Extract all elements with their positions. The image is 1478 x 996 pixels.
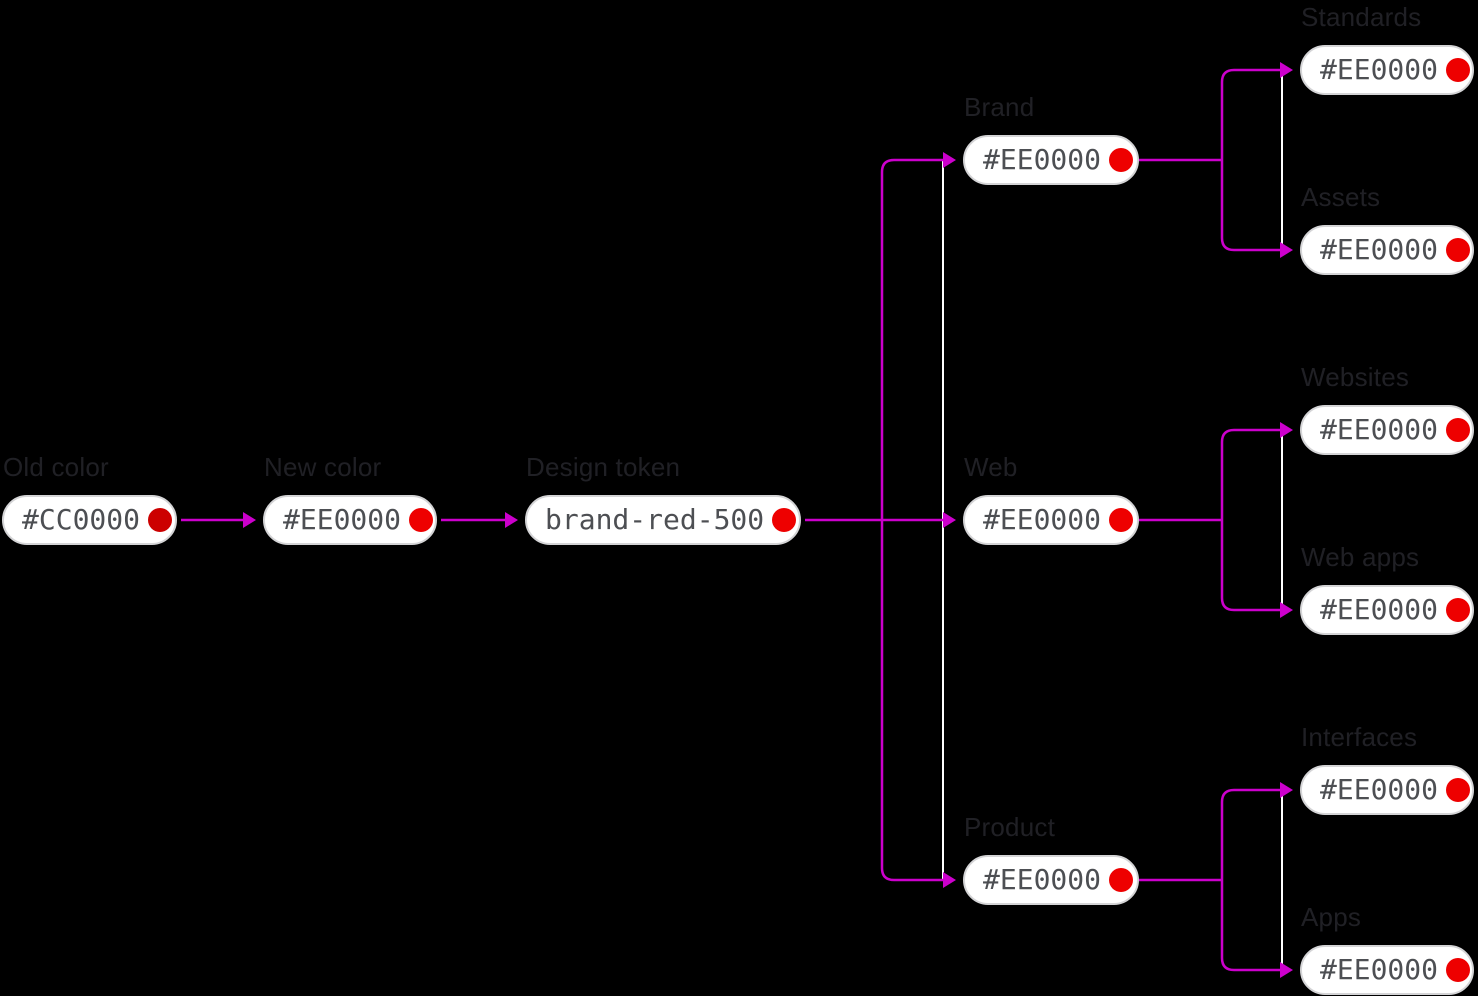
color-chip: #EE0000 (963, 495, 1139, 545)
color-chip: #EE0000 (1300, 765, 1474, 815)
color-chip: #EE0000 (963, 855, 1139, 905)
node-new-color: New color #EE0000 (263, 454, 437, 545)
arrowhead-apps (1280, 962, 1293, 978)
bracket-web-children (1220, 428, 1280, 612)
node-label: Apps (1301, 902, 1362, 932)
color-dot (1446, 598, 1471, 622)
arrowhead-brand (943, 152, 956, 168)
color-value: #CC0000 (22, 503, 141, 536)
color-value: #EE0000 (1320, 593, 1439, 626)
node-web-apps: Web apps #EE0000 (1300, 544, 1474, 635)
color-dot (1446, 58, 1471, 82)
node-apps: Apps #EE0000 (1300, 904, 1474, 995)
arrowhead-interfaces (1280, 782, 1293, 798)
node-websites: Websites #EE0000 (1300, 364, 1474, 455)
bracket-product-children (1220, 788, 1280, 972)
node-label: Web (964, 452, 1018, 482)
color-dot (1446, 418, 1471, 442)
node-web: Web #EE0000 (963, 454, 1139, 545)
node-interfaces: Interfaces #EE0000 (1300, 724, 1474, 815)
arrowhead-design-token (505, 512, 518, 528)
color-chip: #CC0000 (2, 495, 177, 545)
color-value: #EE0000 (1320, 773, 1439, 806)
color-chip: brand-red-500 (525, 495, 801, 545)
node-label: Interfaces (1301, 722, 1418, 752)
color-chip: #EE0000 (1300, 225, 1474, 275)
node-label: New color (264, 452, 382, 482)
node-standards: Standards #EE0000 (1300, 4, 1474, 95)
connector-arrowheads (243, 62, 1293, 978)
arrowhead-product (943, 872, 956, 888)
node-old-color: Old color #CC0000 (2, 454, 177, 545)
color-dot (1446, 778, 1471, 802)
bracket-brand-children (1220, 68, 1280, 252)
color-value: brand-red-500 (545, 503, 765, 536)
color-dot (148, 508, 173, 532)
color-value: #EE0000 (983, 143, 1102, 176)
node-label: Standards (1301, 2, 1422, 32)
arrowhead-websites (1280, 422, 1293, 438)
arrowhead-web-apps (1280, 602, 1293, 618)
node-design-token: Design token brand-red-500 (525, 454, 801, 545)
color-value: #EE0000 (1320, 953, 1439, 986)
color-dot (1109, 148, 1134, 172)
color-chip: #EE0000 (963, 135, 1139, 185)
color-chip: #EE0000 (1300, 945, 1474, 995)
color-value: #EE0000 (983, 503, 1102, 536)
color-chip: #EE0000 (1300, 45, 1474, 95)
arrowhead-standards (1280, 62, 1293, 78)
connector-lines (181, 68, 1280, 972)
color-dot (1446, 958, 1471, 982)
node-brand: Brand #EE0000 (963, 94, 1139, 185)
color-value: #EE0000 (1320, 233, 1439, 266)
color-value: #EE0000 (1320, 53, 1439, 86)
node-label: Web apps (1301, 542, 1420, 572)
node-label: Product (964, 812, 1056, 842)
color-value: #EE0000 (283, 503, 402, 536)
trunk-token-to-brand-product (880, 158, 943, 882)
color-dot (1109, 508, 1134, 532)
node-label: Websites (1301, 362, 1410, 392)
color-chip: #EE0000 (1300, 585, 1474, 635)
color-chip: #EE0000 (1300, 405, 1474, 455)
arrowhead-new-color (243, 512, 256, 528)
color-dot (409, 508, 434, 532)
color-dot (1446, 238, 1471, 262)
node-assets: Assets #EE0000 (1300, 184, 1474, 275)
color-value: #EE0000 (1320, 413, 1439, 446)
arrowhead-assets (1280, 242, 1293, 258)
node-label: Brand (964, 92, 1035, 122)
color-dot (1109, 868, 1134, 892)
node-label: Assets (1301, 182, 1381, 212)
node-label: Design token (526, 452, 681, 482)
color-dot (772, 508, 797, 532)
color-value: #EE0000 (983, 863, 1102, 896)
node-product: Product #EE0000 (963, 814, 1139, 905)
node-label: Old color (3, 452, 109, 482)
arrowhead-web (943, 512, 956, 528)
color-chip: #EE0000 (263, 495, 437, 545)
